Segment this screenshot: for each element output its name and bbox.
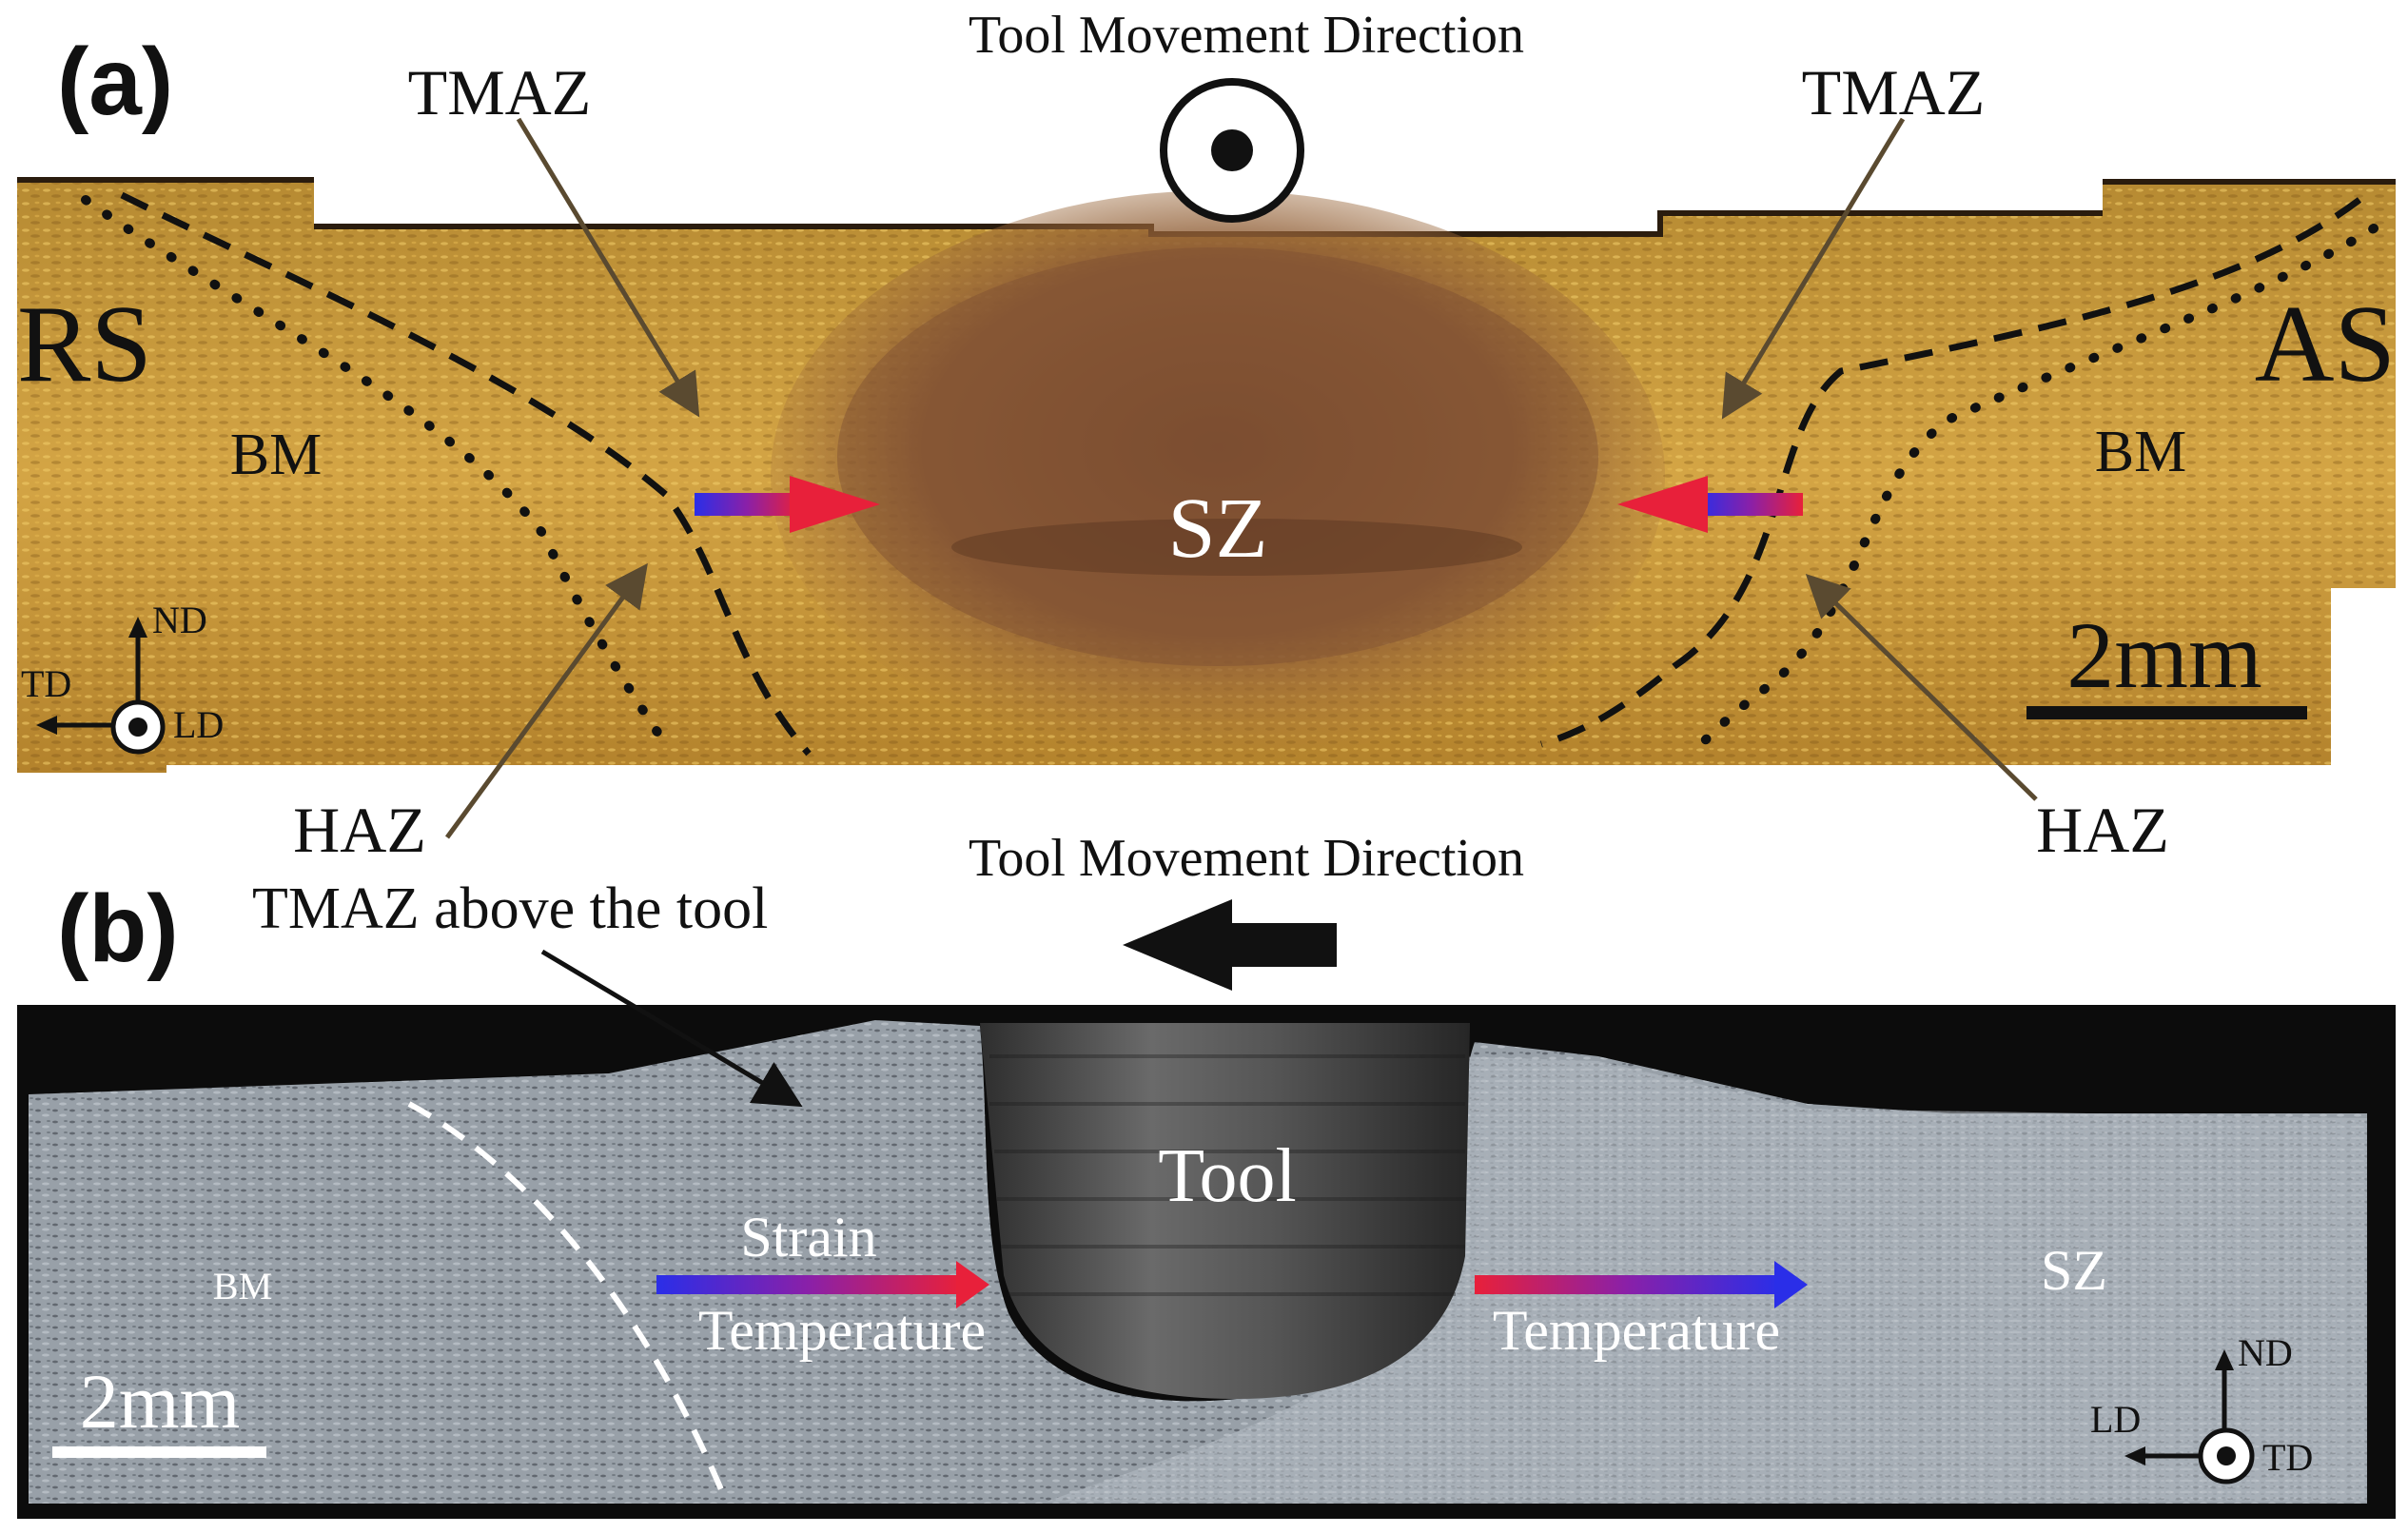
arrow-left-a [695,476,880,533]
svg-text:TD: TD [2262,1436,2313,1479]
direction-title-b: Tool Movement Direction [969,829,1524,888]
tmaz-note-b: TMAZ above the tool [252,876,768,941]
scale-bar-b: 2mm [52,1358,266,1458]
out-of-plane-icon [1160,78,1304,223]
arrow-right-a [1617,476,1803,533]
bm-label-left-a: BM [230,423,322,487]
strain-label: Strain [740,1206,876,1268]
sz-label-b: SZ [2041,1239,2107,1302]
sz-label-a: SZ [1167,482,1267,576]
side-label-rs: RS [17,284,152,405]
axes-indicator-a: ND TD LD [21,599,224,755]
stir-zone-a [771,190,1665,761]
svg-text:ND: ND [2238,1331,2293,1374]
svg-text:LD: LD [173,703,224,746]
panel-a-label: (a) [57,29,173,135]
tmaz-leader-b [540,949,803,1108]
svg-text:TD: TD [21,662,71,705]
scale-bar-a: 2mm [2026,602,2307,719]
tool-body [980,1023,1470,1399]
panel-a: (a) Tool Movement Direction TMAZ TMAZ RS… [17,6,2396,866]
haz-label-left: HAZ [293,794,426,866]
axes-indicator-b: ND LD TD [2090,1331,2313,1485]
bm-label-right-a: BM [2095,420,2186,484]
panel-b-label: (b) [57,875,179,982]
svg-text:LD: LD [2090,1398,2141,1441]
haz-label-right: HAZ [2036,794,2169,866]
tool-label: Tool [1158,1134,1297,1218]
temperature-label-right: Temperature [1493,1299,1780,1362]
arrow-temperature-b [1475,1261,1808,1308]
haz-boundary-left [81,195,675,757]
tmaz-boundary-left [120,191,812,757]
tmaz-label-right: TMAZ [1802,56,1986,128]
direction-title-a: Tool Movement Direction [969,6,1524,65]
haz-leader-right [1805,574,2038,801]
arrow-strain-b [656,1261,989,1308]
tmaz-boundary-b [407,1101,726,1496]
tmaz-label-left: TMAZ [408,56,592,128]
tmaz-leader-left [516,117,700,418]
tmaz-boundary-right [1539,197,2362,748]
svg-text:2mm: 2mm [2066,602,2262,708]
haz-leader-left [444,562,648,839]
svg-text:2mm: 2mm [80,1358,241,1445]
tmaz-leader-right [1721,117,1906,420]
panel-b: (b) Tool Movement Direction TMAZ above t… [17,829,2396,1519]
bm-label-b: BM [213,1265,272,1308]
svg-text:ND: ND [152,599,207,641]
temperature-label-left: Temperature [698,1299,986,1362]
movement-arrow-b [1123,899,1337,991]
side-label-as: AS [2255,284,2396,405]
